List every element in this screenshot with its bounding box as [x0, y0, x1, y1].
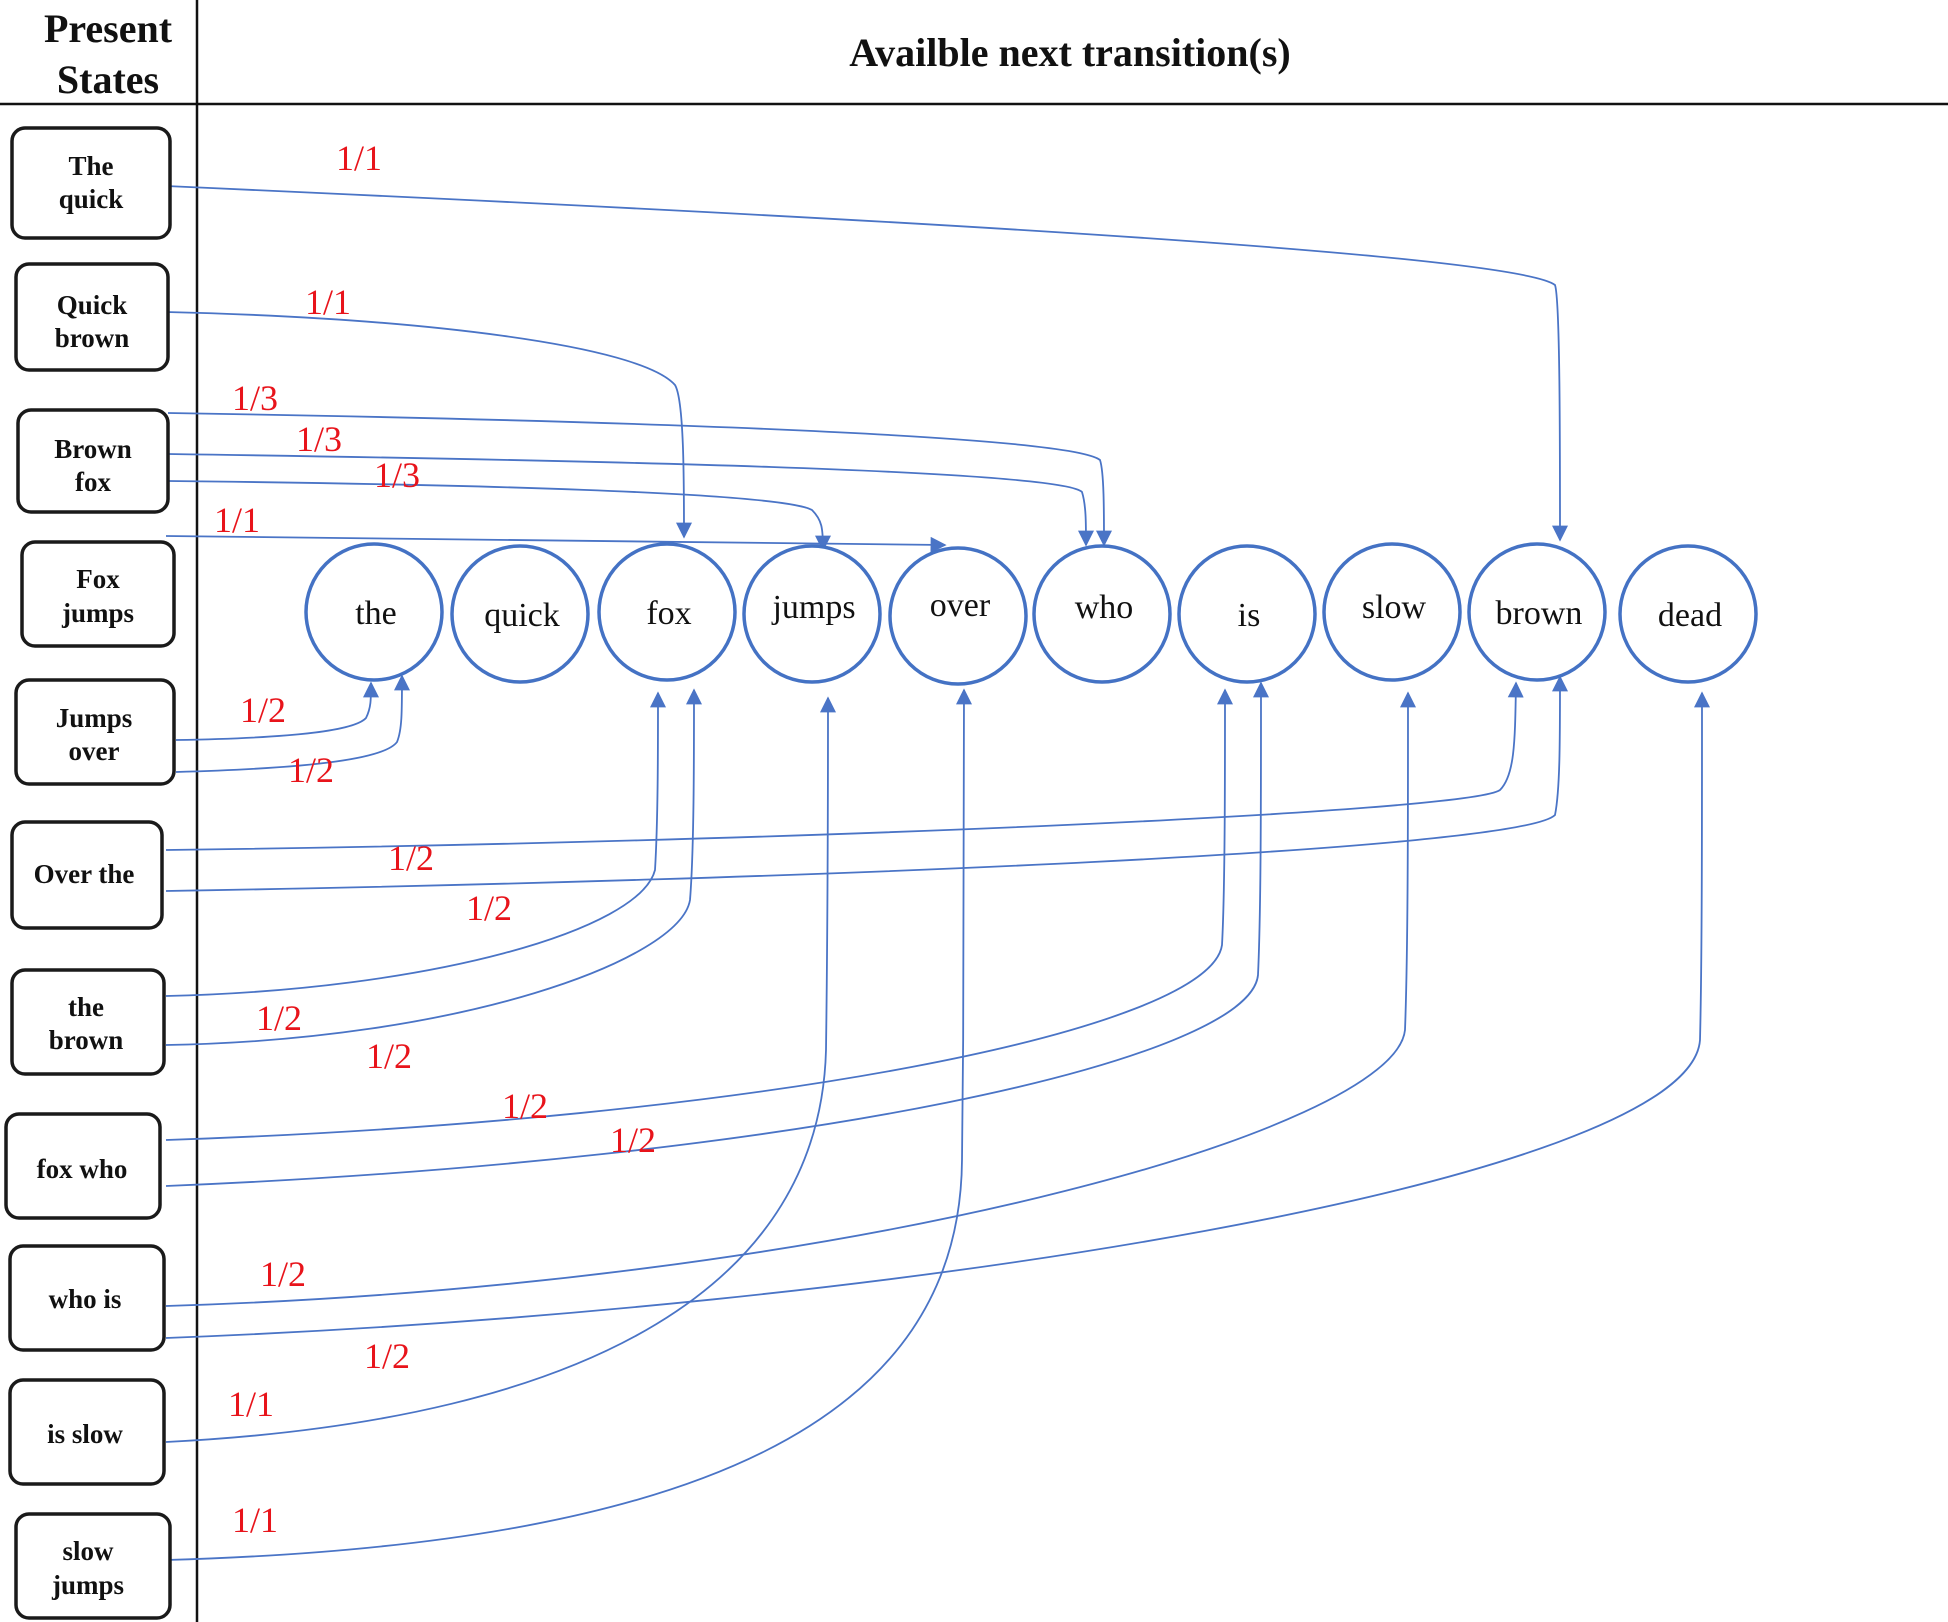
next-transitions-heading: Availble next transition(s) [849, 30, 1290, 75]
state-label: jumps [51, 1570, 124, 1600]
state-who-is: who is [8, 1244, 166, 1352]
prob-label: 1/3 [374, 455, 420, 495]
probability-labels: 1/1 1/1 1/3 1/3 1/3 1/1 1/2 1/2 1/2 1/2 … [214, 138, 656, 1540]
edge-who-is-to-dead [165, 691, 1710, 1339]
prob-label: 1/2 [388, 838, 434, 878]
state-label: is slow [47, 1419, 123, 1449]
word-node-the: the [304, 542, 444, 682]
word-label: fox [646, 595, 691, 632]
state-label: the [68, 992, 104, 1022]
state-label: slow [62, 1536, 114, 1566]
state-label: fox [75, 467, 111, 497]
prob-label: 1/3 [232, 378, 278, 418]
word-nodes: the quick fox jumps over who is slow [304, 542, 1758, 686]
edge-the-brown-to-fox-2 [165, 688, 702, 1046]
word-node-brown: brown [1467, 542, 1607, 682]
present-states-column: The quick Quick brown Brown fox Fox jump… [4, 126, 176, 1620]
edge-the-brown-to-fox-1 [165, 691, 666, 997]
prob-label: 1/2 [502, 1086, 548, 1126]
edge-over-the-to-brown-2 [165, 675, 1568, 892]
word-label: is [1238, 597, 1261, 634]
prob-label: 1/2 [610, 1120, 656, 1160]
prob-label: 1/1 [214, 500, 260, 540]
edge-brown-fox-to-who-2 [167, 453, 1094, 547]
edge-the-quick-to-brown [165, 185, 1568, 542]
word-label: quick [484, 597, 560, 634]
word-label: the [355, 595, 397, 632]
state-quick-brown: Quick brown [14, 262, 170, 372]
prob-label: 1/3 [296, 419, 342, 459]
edge-who-is-to-slow [165, 691, 1416, 1307]
edge-fox-who-to-is-1 [165, 688, 1233, 1141]
state-fox-who: fox who [4, 1112, 162, 1220]
present-states-heading-line2: States [57, 57, 159, 102]
word-label: brown [1496, 595, 1583, 632]
prob-label: 1/2 [260, 1254, 306, 1294]
edge-brown-fox-to-jumps [167, 480, 831, 552]
state-the-brown: the brown [10, 968, 166, 1076]
word-node-jumps: jumps [742, 544, 882, 684]
state-label: Quick [57, 290, 128, 320]
state-fox-jumps: Fox jumps [20, 540, 176, 648]
state-label: Jumps [56, 703, 133, 733]
prob-label: 1/1 [228, 1384, 274, 1424]
word-node-who: who [1032, 544, 1172, 684]
state-label: The [68, 151, 113, 181]
edge-jumps-over-to-the-1 [175, 681, 379, 741]
word-node-fox: fox [597, 542, 737, 682]
state-over-the: Over the [10, 820, 164, 930]
word-label: over [930, 587, 991, 624]
transition-edges [165, 185, 1710, 1561]
state-the-quick: The quick [10, 126, 172, 240]
word-label: dead [1658, 597, 1722, 634]
word-node-over: over [888, 546, 1028, 686]
prob-label: 1/2 [256, 998, 302, 1038]
prob-label: 1/2 [240, 690, 286, 730]
edge-brown-fox-to-who-1 [167, 412, 1112, 547]
state-label: brown [49, 1025, 124, 1055]
state-label: fox who [37, 1154, 128, 1184]
state-is-slow: is slow [8, 1378, 166, 1486]
edge-fox-jumps-to-over [165, 535, 947, 553]
state-jumps-over: Jumps over [14, 678, 176, 786]
word-node-quick: quick [450, 544, 590, 684]
edge-jumps-over-to-the-2 [175, 674, 410, 773]
state-slow-jumps: slow jumps [14, 1512, 172, 1620]
edge-over-the-to-brown-1 [165, 681, 1524, 851]
state-label: Brown [54, 434, 132, 464]
state-label: quick [59, 184, 124, 214]
prob-label: 1/2 [364, 1336, 410, 1376]
word-node-slow: slow [1322, 542, 1462, 682]
prob-label: 1/2 [288, 750, 334, 790]
word-node-is: is [1177, 544, 1317, 684]
state-label: brown [55, 323, 130, 353]
prob-label: 1/2 [366, 1036, 412, 1076]
present-states-heading-line1: Present [44, 6, 173, 51]
prob-label: 1/1 [305, 282, 351, 322]
state-label: who is [49, 1284, 122, 1314]
state-label: Fox [76, 564, 120, 594]
state-label: jumps [61, 598, 134, 628]
edge-quick-brown-to-fox [165, 311, 692, 539]
word-node-dead: dead [1618, 544, 1758, 684]
prob-label: 1/1 [336, 138, 382, 178]
edge-fox-who-to-is-2 [165, 681, 1269, 1187]
prob-label: 1/1 [232, 1500, 278, 1540]
word-label: jumps [771, 589, 855, 626]
word-label: slow [1362, 589, 1427, 626]
edge-is-slow-to-jumps [165, 696, 836, 1443]
edge-slow-jumps-to-over [165, 688, 972, 1561]
word-label: who [1075, 589, 1134, 626]
state-label: Over the [34, 859, 135, 889]
state-brown-fox: Brown fox [16, 408, 170, 514]
prob-label: 1/2 [466, 888, 512, 928]
state-label: over [69, 736, 120, 766]
